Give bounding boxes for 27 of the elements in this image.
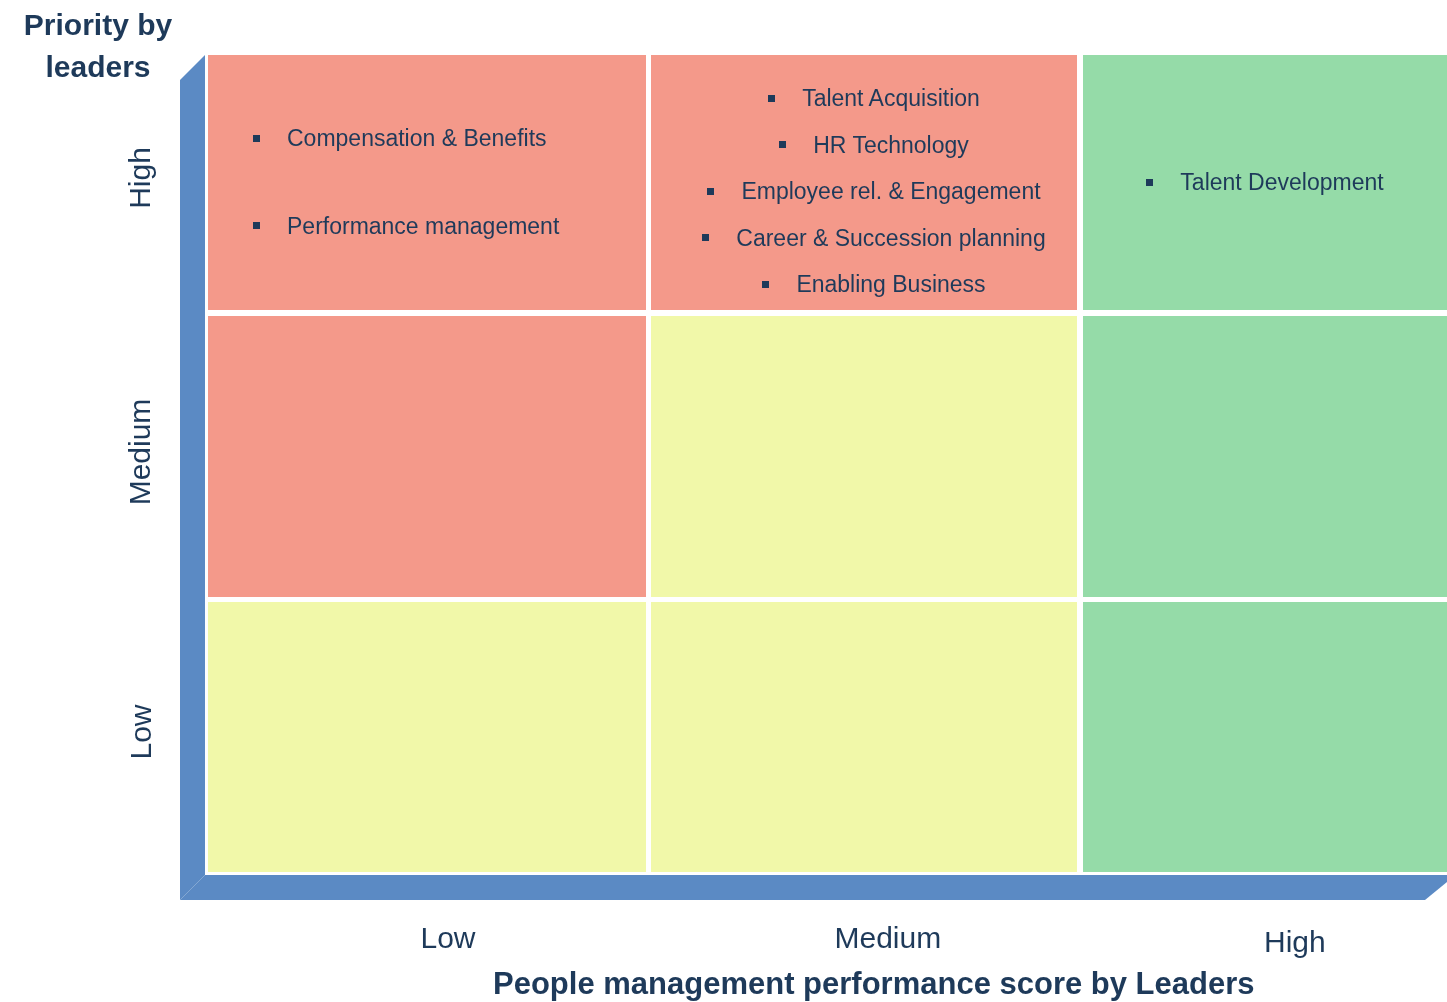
empty-matrix-cell (651, 316, 1077, 597)
axis-tick-label: Medium (122, 398, 157, 506)
bullet-item: Talent Development (1146, 169, 1384, 196)
x-axis-bar (180, 875, 1447, 900)
axis-tick-label: Medium (834, 921, 942, 955)
bullet-item: HR Technology (779, 131, 969, 159)
bullet-item: Enabling Business (762, 271, 986, 298)
bullet-item: Employee rel. & Engagement (707, 178, 1041, 205)
empty-matrix-cell (1083, 316, 1447, 597)
axis-tick-label: High (122, 147, 157, 209)
axis-title: People management performance score by Leaders (493, 966, 1255, 1002)
bullet-item: Career & Succession planning (702, 224, 1046, 252)
empty-matrix-cell (651, 602, 1077, 872)
matrix-cell (651, 55, 1077, 310)
bullet-item: Talent Acquisition (768, 85, 980, 112)
empty-matrix-cell (1083, 602, 1447, 872)
empty-matrix-cell (208, 602, 646, 872)
empty-matrix-cell (208, 316, 646, 597)
axis-tick-label: Low (420, 921, 476, 955)
y-axis-bar (180, 55, 205, 900)
axis-tick-label: Low (123, 704, 157, 760)
matrix-cell (1083, 55, 1447, 310)
bullet-item: Performance management (253, 212, 560, 240)
matrix-cell (208, 55, 646, 310)
bullet-item: Compensation & Benefits (253, 125, 547, 153)
axis-title: Priority by leaders (22, 7, 174, 85)
axis-tick-label: High (1264, 925, 1326, 959)
